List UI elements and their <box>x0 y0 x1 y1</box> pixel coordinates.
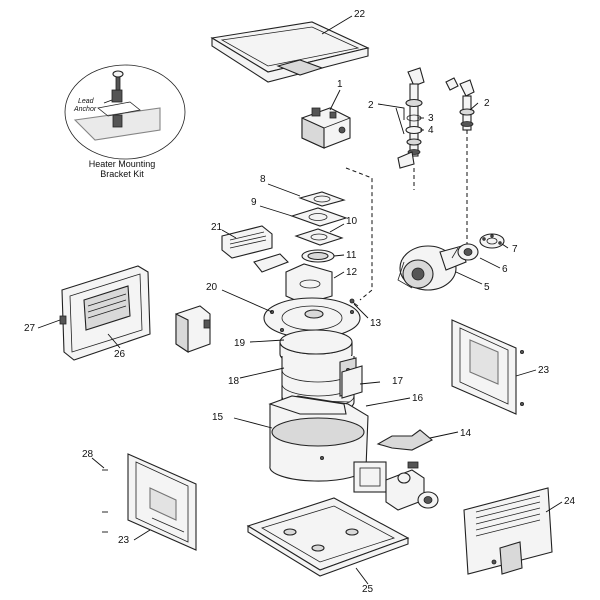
part-10-gasket[interactable] <box>294 228 344 246</box>
callout-2-right: 2 <box>484 98 490 109</box>
part-25-base[interactable] <box>246 497 410 577</box>
part-1-gas-valve[interactable] <box>301 107 351 149</box>
part-17-exchanger-bracket[interactable] <box>341 365 363 399</box>
callout-20: 20 <box>206 282 218 293</box>
callout-1: 1 <box>337 79 343 90</box>
part-27-panel-clip[interactable] <box>59 315 67 325</box>
part-26-left-panel[interactable] <box>61 265 151 361</box>
inset-caption-line2: Bracket Kit <box>100 169 144 179</box>
callout-7: 7 <box>512 244 518 255</box>
inset-caption-line1: Heater Mounting <box>89 159 156 169</box>
callout-17: 17 <box>392 376 404 387</box>
leader-lines <box>37 15 563 585</box>
callout-11: 11 <box>346 250 357 261</box>
callout-10: 10 <box>346 216 358 227</box>
mounting-bracket-inset <box>64 64 186 160</box>
part-6-blower-fitting[interactable] <box>451 243 479 261</box>
callout-5: 5 <box>484 282 490 293</box>
callout-24: 24 <box>564 496 576 507</box>
callout-9: 9 <box>251 197 257 208</box>
part-20-exchanger-top-plate[interactable] <box>263 297 361 339</box>
part-13-screw[interactable] <box>349 298 359 307</box>
part-22-top-cover[interactable] <box>210 21 370 83</box>
part-28-screws[interactable] <box>102 469 108 533</box>
callout-12: 12 <box>346 267 358 278</box>
part-2-3-4-gas-fittings[interactable] <box>397 67 475 169</box>
part-23-left-panel[interactable] <box>127 453 197 551</box>
part-24-rear-panel[interactable] <box>463 487 553 575</box>
callout-27: 27 <box>24 323 36 334</box>
callout-8: 8 <box>260 174 266 185</box>
inset-anchor-label: Anchor <box>73 106 97 113</box>
callout-25: 25 <box>362 584 374 595</box>
callout-15: 15 <box>212 412 224 423</box>
callout-3: 3 <box>428 113 434 124</box>
callout-6: 6 <box>502 264 508 275</box>
part-11-burner-ring[interactable] <box>301 249 335 263</box>
part-21-igniter[interactable] <box>221 225 289 273</box>
callout-23-left: 23 <box>118 535 130 546</box>
part-23-right-door[interactable] <box>451 319 525 415</box>
part-8-gasket[interactable] <box>298 191 346 207</box>
callout-2-left: 2 <box>368 100 374 111</box>
part-9-plate[interactable] <box>290 207 348 227</box>
callout-26: 26 <box>114 349 126 360</box>
callout-4: 4 <box>428 125 434 136</box>
part-12-mounting-plate[interactable] <box>285 263 333 305</box>
water-manifold[interactable] <box>353 461 439 511</box>
callout-22: 22 <box>354 9 366 20</box>
callout-28: 28 <box>82 449 94 460</box>
part-7-flange[interactable] <box>479 233 505 249</box>
callout-16: 16 <box>412 393 424 404</box>
inset-lead-label: Lead <box>78 98 95 105</box>
callout-13: 13 <box>370 318 382 329</box>
control-box[interactable] <box>175 305 211 354</box>
callout-21: 21 <box>211 222 223 233</box>
callout-14: 14 <box>460 428 472 439</box>
callout-19: 19 <box>234 338 246 349</box>
part-5-blower[interactable] <box>397 245 467 291</box>
callout-23-right: 23 <box>538 365 550 376</box>
callout-18: 18 <box>228 376 240 387</box>
part-15-combustion-chamber[interactable] <box>268 395 369 482</box>
part-14-bracket[interactable] <box>376 429 433 451</box>
